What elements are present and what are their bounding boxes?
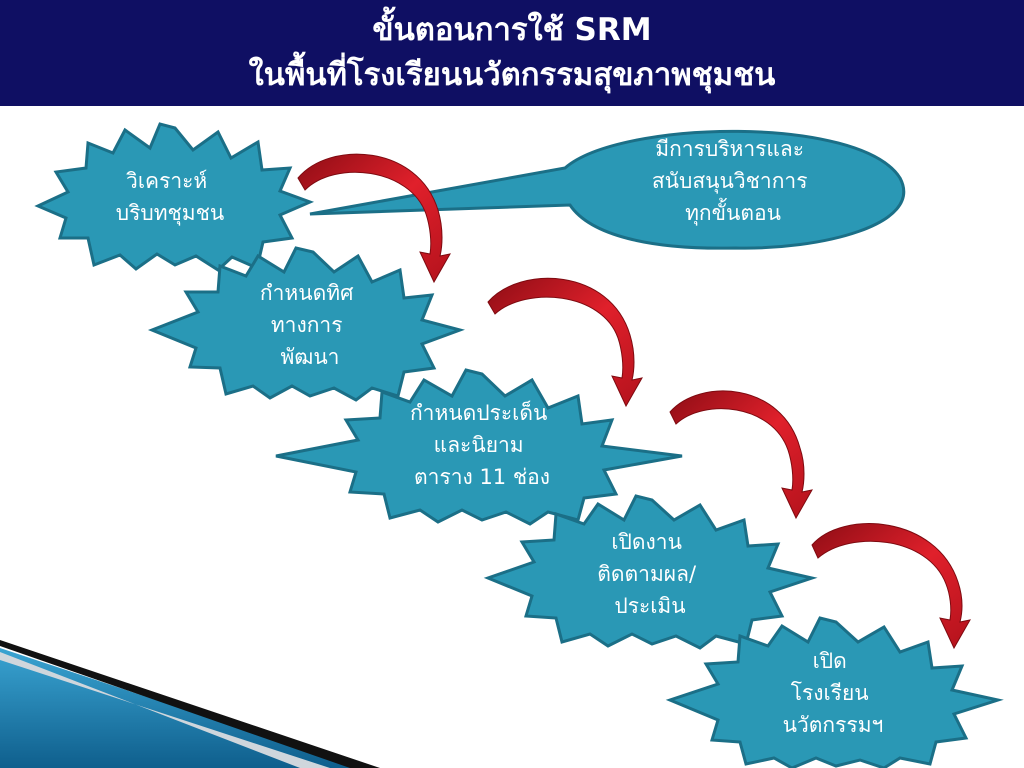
step-3: กำหนดประเด็น และนิยาม ตาราง 11 ช่อง (275, 368, 683, 526)
step-5-text: เปิด โรงเรียน นวัตกรรมฯ (783, 649, 884, 737)
step-5-line: นวัตกรรมฯ (783, 713, 884, 737)
flow-arrow-4 (811, 523, 971, 650)
step-2-line: ทางการ (271, 313, 343, 337)
title-bar: ขั้นตอนการใช้ SRM ในพื้นที่โรงเรียนนวัตก… (0, 0, 1024, 106)
step-5: เปิด โรงเรียน นวัตกรรมฯ (665, 616, 1004, 768)
step-1-line: บริบทชุมชน (116, 201, 225, 226)
step-4: เปิดงาน ติดตามผล/ ประเมิน (483, 494, 818, 650)
step-1-text: วิเคราะห์ บริบทชุมชน (116, 169, 225, 226)
flow-arrow-1 (297, 153, 451, 284)
step-2-text: กำหนดทิศ ทางการ พัฒนา (260, 281, 360, 369)
step-3-line: กำหนดประเด็น (410, 399, 547, 425)
step-4-line: เปิดงาน (611, 530, 682, 554)
step-2: กำหนดทิศ ทางการ พัฒนา (147, 246, 465, 402)
decorative-stripes (0, 640, 380, 768)
callout-line: มีการบริหารและ (655, 137, 804, 161)
slide-title-line-1: ขั้นตอนการใช้ SRM (372, 12, 652, 48)
callout-line: ทุกขั้นตอน (685, 198, 781, 226)
step-1-line: วิเคราะห์ (126, 169, 207, 193)
callout-line: สนับสนุนวิชาการ (652, 169, 808, 194)
step-2-line: พัฒนา (281, 345, 340, 369)
step-4-line: ติดตามผล/ (597, 562, 697, 586)
slide-title-line-2: ในพื้นที่โรงเรียนนวัตกรรมสุขภาพชุมชน (248, 57, 776, 93)
step-3-line: และนิยาม (434, 433, 524, 457)
callout-bubble (309, 129, 906, 250)
step-5-line: โรงเรียน (791, 681, 869, 705)
step-4-text: เปิดงาน ติดตามผล/ ประเมิน (597, 530, 702, 618)
step-2-line: กำหนดทิศ (260, 281, 354, 305)
starburst-shape (34, 122, 315, 272)
flow-arrow-2 (487, 277, 643, 408)
step-4-line: ประเมิน (614, 594, 685, 618)
callout: มีการบริหารและ สนับสนุนวิชาการ ทุกขั้นตอ… (309, 129, 906, 250)
step-3-line: ตาราง 11 ช่อง (414, 465, 550, 489)
step-1: วิเคราะห์ บริบทชุมชน (34, 122, 315, 272)
starburst-shape (147, 246, 465, 402)
step-3-text: กำหนดประเด็น และนิยาม ตาราง 11 ช่อง (410, 399, 554, 489)
callout-text: มีการบริหารและ สนับสนุนวิชาการ ทุกขั้นตอ… (652, 137, 814, 226)
flow-arrow-3 (669, 390, 813, 520)
step-5-line: เปิด (813, 649, 847, 673)
starburst-shape (275, 368, 683, 526)
starburst-shape (483, 494, 818, 650)
starburst-shape (665, 616, 1004, 768)
